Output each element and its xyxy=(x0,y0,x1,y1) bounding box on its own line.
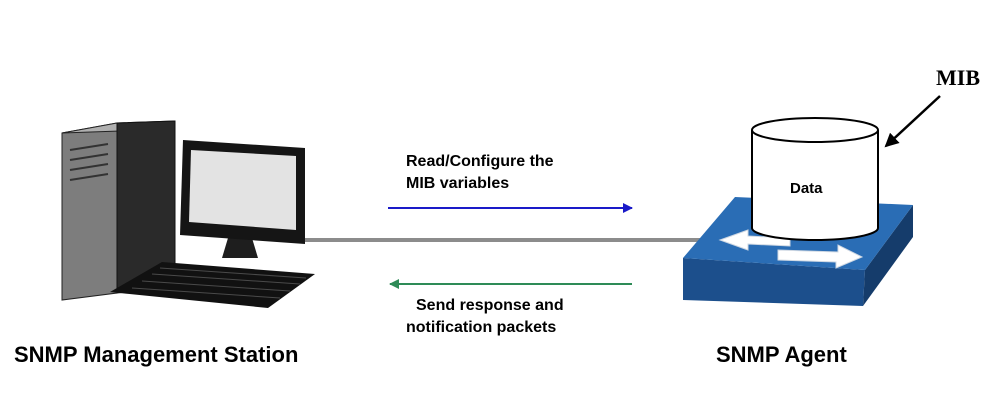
mib-label: MIB xyxy=(936,65,980,90)
request-label-line1: Read/Configure the xyxy=(406,153,554,170)
mib-pointer-arrow xyxy=(884,95,941,148)
manager-label: SNMP Management Station xyxy=(14,342,299,367)
database-icon xyxy=(751,117,879,241)
database-label: Data xyxy=(790,180,823,197)
agent-label: SNMP Agent xyxy=(716,342,847,367)
response-label-line2: notification packets xyxy=(406,319,557,336)
computer-icon xyxy=(61,120,315,308)
response-label-line1: Send response and xyxy=(416,297,564,314)
request-label-line2: MIB variables xyxy=(406,175,510,192)
